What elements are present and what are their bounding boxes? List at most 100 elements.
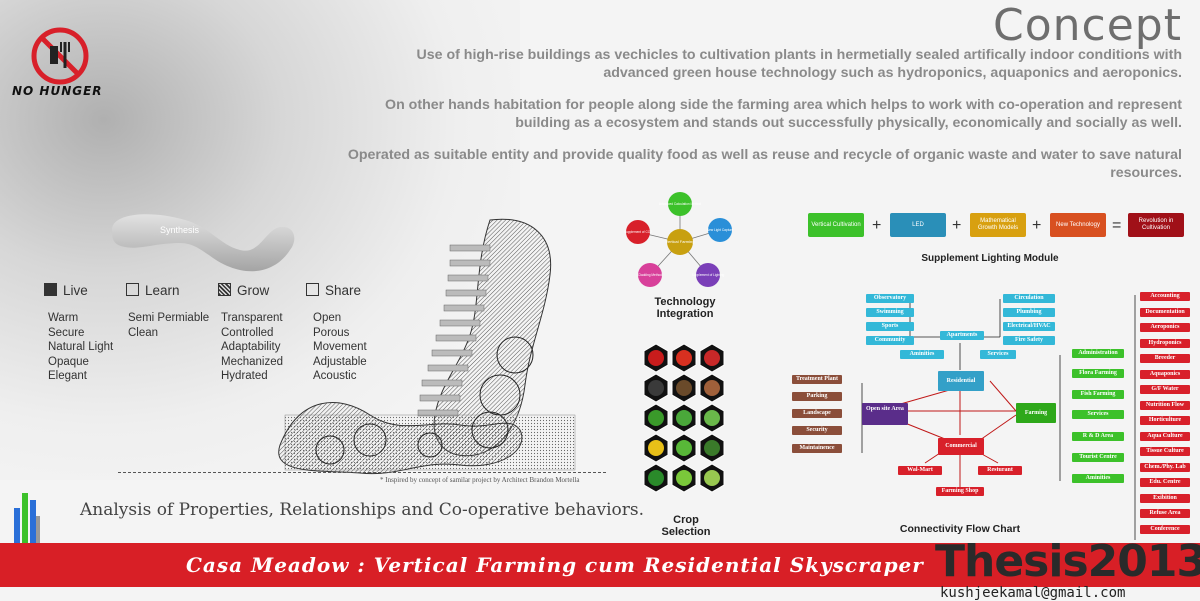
fc-node: R & D Area: [1072, 432, 1124, 441]
tech-node-label: Supplement of CO2: [624, 230, 652, 234]
crop-image: [648, 470, 664, 486]
operator: +: [1032, 217, 1042, 234]
fc-node: Treatment Plant: [792, 375, 842, 384]
list-item: Hydrated: [221, 370, 268, 382]
flowchart-title: Connectivity Flow Chart: [899, 523, 1021, 535]
fc-node: Accounting: [1140, 292, 1190, 301]
fc-node: Documentation: [1140, 307, 1190, 317]
fc-node: Maintainence: [792, 444, 842, 453]
fc-node: Edu. Centre: [1140, 478, 1190, 487]
fc-node: Fire Safety: [1003, 336, 1055, 345]
operator: +: [872, 217, 882, 234]
fc-node: Sports: [866, 322, 914, 331]
crop-selection-grid: [643, 343, 725, 493]
list-item: Acoustic: [313, 370, 357, 382]
contact-email: kushjeekamal@gmail.com: [940, 585, 1126, 601]
fc-node: Breeder: [1140, 354, 1190, 363]
tech-node: [668, 192, 692, 216]
crop-image: [648, 350, 664, 366]
operator: +: [952, 217, 962, 234]
page-title: Concept: [993, 0, 1182, 51]
grow-icon: [218, 283, 231, 296]
fc-node: Nutrition Flow: [1140, 400, 1190, 410]
fc-node: Farming Shop: [936, 487, 984, 496]
fc-node: Apartments: [940, 331, 984, 340]
fc-node: Hydroponics: [1140, 338, 1190, 348]
fc-node: Parking: [792, 392, 842, 401]
fc-node: Circulation: [1003, 294, 1055, 303]
list-item: Controlled: [221, 326, 274, 339]
list-item: Porous: [313, 326, 350, 339]
fc-node: G/F Water: [1140, 385, 1190, 394]
crop-image: [648, 440, 664, 456]
tech-node: [638, 263, 662, 287]
lighting-box: LED: [890, 213, 946, 237]
fc-node: Security: [792, 426, 842, 435]
fc-node: Flora Farming: [1072, 369, 1124, 378]
list-item: Opaque: [48, 355, 89, 368]
list-item: Semi Permiable: [128, 312, 210, 324]
no-hunger-text: NO HUNGER: [12, 84, 103, 98]
concept-paragraph-2: On other hands habitation for people alo…: [385, 97, 1182, 131]
crop-image: [648, 380, 664, 396]
residential-node: Residential: [938, 371, 984, 391]
lighting-box: Vertical Cultivation: [808, 213, 864, 237]
lighting-box: Revolution in Cultivation: [1128, 213, 1184, 237]
tech-node-label: Supplement of Lighting: [692, 273, 725, 277]
ground-line: [118, 472, 606, 473]
list-item: Elegant: [48, 370, 88, 382]
tech-node: [626, 220, 650, 244]
crop-image: [704, 440, 720, 456]
crop-image: [704, 470, 720, 486]
tech-node-label: Advanced Calculation Method: [659, 202, 702, 206]
tech-node-label: Cladding Method: [638, 273, 662, 277]
fc-node: Observatory: [866, 294, 914, 303]
farming-node: Farming: [1016, 403, 1056, 423]
crop-image: [704, 350, 720, 366]
list-item: Mechanized: [221, 355, 284, 368]
operator: =: [1112, 217, 1122, 234]
lighting-box: Mathematical Growth Models: [970, 213, 1026, 237]
fc-node: Aquaponics: [1140, 369, 1190, 379]
crop-image: [676, 380, 692, 396]
live-list: Warm Secure Natural Light Opaque Elegant: [48, 311, 113, 384]
list-item: Transparent: [221, 312, 283, 324]
concept-paragraph-3: Operated as suitable entity and provide …: [347, 147, 1182, 181]
fc-node: Services: [980, 350, 1016, 359]
crop-image: [704, 410, 720, 426]
learn-icon: [126, 283, 139, 296]
category-grow: Grow: [218, 283, 269, 298]
fc-node: Electrical/HVAC: [1003, 322, 1055, 331]
open-site-node: Open site Area: [862, 403, 908, 425]
fc-node: Aeroponics: [1140, 323, 1190, 332]
grow-list: Transparent Controlled Adaptability Mech…: [221, 311, 283, 384]
tech-center-label: Vertical Farming: [666, 239, 695, 244]
fc-node: Chem./Phy. Lab: [1140, 462, 1190, 472]
list-item: Natural Light: [48, 341, 114, 353]
flowchart-connectors: [861, 295, 1136, 540]
crop-image: [676, 410, 692, 426]
share-icon: [306, 283, 319, 296]
commercial-node: Commercial: [938, 438, 984, 455]
fc-node: Aminities: [900, 350, 944, 359]
lighting-box: New Technology: [1050, 213, 1106, 237]
fc-node: Exibition: [1140, 493, 1190, 503]
category-learn: Learn: [126, 283, 180, 298]
fc-node: Conference: [1140, 524, 1190, 534]
tech-center-node: [667, 229, 693, 255]
fc-node: Plumbing: [1003, 308, 1055, 317]
fc-node: Resturant: [978, 466, 1022, 475]
project-title: Casa Meadow : Vertical Farming cum Resid…: [186, 553, 924, 577]
fc-node: Community: [866, 336, 914, 345]
list-item: Adjustable: [313, 355, 367, 368]
footer-banner: [0, 543, 1200, 587]
category-share: Share: [306, 283, 361, 298]
inspired-note: * Inspired by concept of samilar project…: [380, 476, 580, 484]
fc-node: Services: [1072, 410, 1124, 419]
fc-node: Tourist Centre: [1072, 453, 1124, 462]
analysis-caption: Analysis of Properties, Relationships an…: [80, 500, 645, 520]
category-live: Live: [44, 283, 88, 298]
fc-node: Tissue Culture: [1140, 447, 1190, 456]
crop-image: [676, 350, 692, 366]
